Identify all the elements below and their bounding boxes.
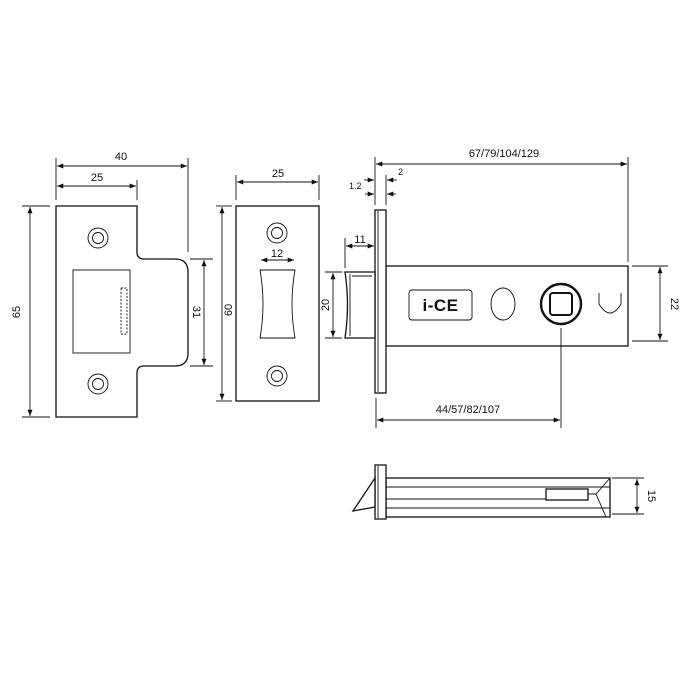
body-end-notch — [598, 293, 622, 314]
fixing-slot — [490, 287, 516, 321]
dimension-forend-width: 25 — [235, 168, 320, 200]
top-view-bolt-bevel — [351, 475, 376, 512]
strike-bolt-opening — [72, 269, 131, 354]
strike-screw-hole-bottom — [87, 373, 109, 395]
dimension-body-thickness: 15 — [612, 477, 657, 515]
dimension-faceplate-thickness: 2 1.2 — [349, 167, 403, 205]
dim-label-1-2: 1.2 — [349, 181, 362, 191]
dimension-strike-inner-width: 25 — [57, 172, 138, 200]
dim-label-25-strike: 25 — [91, 172, 103, 184]
dim-label-40: 40 — [115, 151, 127, 163]
dim-label-60: 60 — [223, 304, 235, 316]
strike-plate-outline — [55, 205, 189, 418]
deadbolt-top-view — [351, 464, 611, 520]
dimension-backset: 44/57/82/107 — [375, 328, 562, 428]
lock-body — [385, 265, 629, 347]
dim-label-2: 2 — [398, 167, 403, 177]
top-view-faceplate — [374, 464, 387, 520]
top-view-end-taper — [588, 477, 611, 518]
strike-screw-hole-top — [87, 227, 109, 249]
dim-label-25-forend: 25 — [272, 168, 284, 180]
ice-logo: i-CE — [408, 289, 473, 321]
dim-label-15: 15 — [645, 490, 657, 502]
dim-label-11: 11 — [354, 234, 365, 246]
bolt — [344, 271, 376, 339]
dimension-bolt-projection: 11 — [344, 234, 374, 268]
logo-text: i-CE — [423, 296, 459, 315]
forend-screw-hole-top — [266, 222, 288, 244]
forend-plate: 25 60 12 — [216, 168, 320, 402]
dimension-body-height: 22 — [632, 265, 680, 342]
dim-label-20: 20 — [320, 299, 332, 311]
top-view-slot — [545, 488, 589, 501]
dimension-strike-total-width: 40 — [55, 151, 189, 252]
dimension-strike-height: 65 — [11, 205, 50, 418]
dim-label-overall-length: 67/79/104/129 — [469, 148, 539, 160]
deadbolt-side-view: i-CE — [344, 209, 629, 394]
dimension-forend-slot-width: 12 — [261, 248, 294, 263]
dim-label-31: 31 — [190, 306, 202, 318]
dimension-bolt-height: 20 — [320, 271, 342, 339]
dim-label-22: 22 — [668, 298, 680, 310]
dimension-overall-length: 67/79/104/129 — [374, 148, 629, 262]
forend-screw-hole-bottom — [266, 365, 288, 387]
forend-plate-outline — [235, 205, 320, 402]
strike-opening-lip — [120, 287, 128, 335]
dim-label-65: 65 — [11, 306, 23, 318]
strike-plate: 40 25 65 31 — [11, 151, 213, 418]
follower-spindle-hole — [539, 282, 583, 326]
dimension-strike-tongue-height: 31 — [190, 258, 213, 367]
dim-label-12: 12 — [271, 248, 283, 260]
faceplate — [374, 209, 387, 394]
dim-label-backset: 44/57/82/107 — [436, 404, 500, 416]
dimension-forend-height: 60 — [216, 205, 235, 402]
forend-bolt-slot — [259, 269, 296, 339]
